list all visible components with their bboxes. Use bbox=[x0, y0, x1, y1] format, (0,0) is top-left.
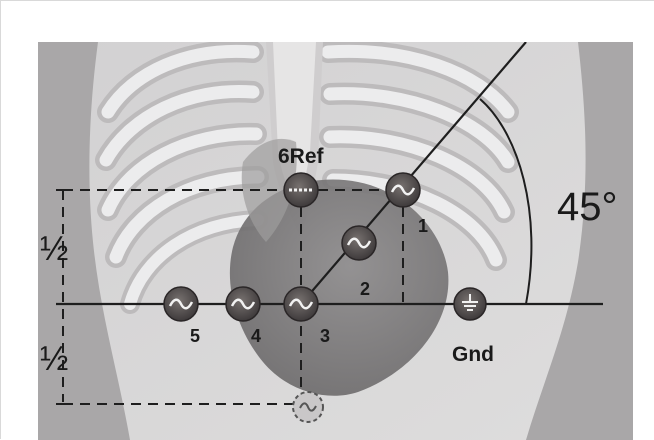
electrode-placement-diagram: 6Ref 45° Gnd 1 2 3 4 5 ½ ½ bbox=[38, 42, 633, 440]
electrode-5 bbox=[164, 287, 198, 321]
electrode-2 bbox=[342, 226, 376, 260]
electrode-label-1: 1 bbox=[418, 216, 428, 236]
fraction-upper: ½ bbox=[40, 230, 68, 268]
electrode-label-2: 2 bbox=[360, 279, 370, 299]
electrode-lower-placeholder bbox=[293, 392, 323, 422]
electrode-label-4: 4 bbox=[251, 326, 261, 346]
electrode-3 bbox=[284, 287, 318, 321]
angle-label: 45° bbox=[557, 185, 618, 229]
fraction-lower: ½ bbox=[40, 340, 68, 378]
electrode-1 bbox=[386, 173, 420, 207]
electrode-label-5: 5 bbox=[190, 326, 200, 346]
electrode-6-ref bbox=[284, 173, 318, 207]
electrode-4 bbox=[226, 287, 260, 321]
ground-label: Gnd bbox=[452, 343, 494, 366]
electrode-label-3: 3 bbox=[320, 326, 330, 346]
ground-electrode bbox=[454, 288, 486, 320]
reference-label: 6Ref bbox=[278, 145, 325, 168]
